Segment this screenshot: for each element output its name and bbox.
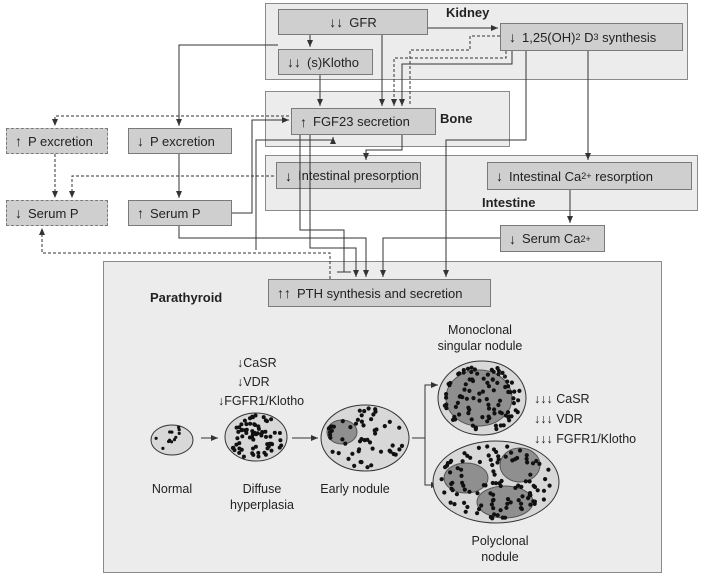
nodule-marker-casr: ↓↓↓ CaSR [534,392,590,406]
arrow-fgf23-pth [299,135,345,272]
p-exc-up-arrow: ↑ [15,133,22,149]
fgf23-box: ↑ FGF23 secretion [291,108,436,135]
stage-poly-label-2: nodule [481,550,519,564]
d3-sub2: 3 [593,32,599,42]
int-ca-post: resorption [591,168,653,184]
p-exc-down-arrow: ↓ [137,133,144,149]
nodule-marker-vdr: ↓↓↓ VDR [534,412,583,426]
normal-gland [150,424,194,456]
d3-mid: D [580,29,594,45]
bone-label: Bone [440,111,473,126]
arrow-pth-fgf23 [255,137,336,250]
nodule-marker-fgfr1: ↓↓↓ FGFR1/Klotho [534,432,637,446]
arrow-early-mono [412,382,438,439]
p-excretion-up-box: ↑ P excretion [6,128,108,154]
d3-sub1: 2 [575,32,581,42]
stage-normal-label: Normal [151,482,193,496]
d3-post: synthesis [598,29,657,45]
diffuse-marker-vdr: ↓VDR [237,375,270,389]
serum-ca-sup: 2+ [580,233,591,244]
int-ca-sup: 2+ [581,171,592,181]
p-excretion-down-box: ↓ P excretion [128,128,232,154]
arrow-fgf23-pth-2 [309,135,359,277]
stage-mono-label-2: singular nodule [437,339,523,353]
serum-p-up-arrow: ↑ [137,205,144,221]
arrow-intp-serump-down [69,175,274,198]
cell-dots [154,365,552,521]
serum-p-down-box: ↓ Serum P [6,200,108,226]
serum-p-up-box: ↑ Serum P [128,200,232,226]
d3-arrow: ↓ [509,29,516,45]
pth-text: PTH synthesis and secretion [297,285,463,301]
arrow-d3-fgf23-dashed [391,51,507,106]
int-ca-arrow: ↓ [496,168,503,184]
stage-poly-label-1: Polyclonal [471,534,529,548]
parathyroid-label: Parathyroid [150,290,223,305]
arrow-d3-pth [443,51,527,277]
arrow-serump-fgf23 [232,117,289,214]
int-p-text: Intestinal presorption [298,168,419,183]
gfr-arrow: ↓↓ [329,14,344,30]
intestine-label: Intestine [482,195,536,210]
pth-box: ↑↑ PTH synthesis and secretion [268,279,491,307]
serum-p-down-arrow: ↓ [15,205,22,221]
arrow-d3-fgf23 [399,51,513,106]
stage-diffuse-label-1: Diffuse [242,482,282,496]
gfr-box: ↓↓ GFR [278,9,428,35]
arrow-gfr-pexc [176,44,278,126]
d3-pre: 1,25(OH) [522,29,576,45]
stage-early-label: Early nodule [320,482,390,496]
fgf23-arrow: ↑ [300,113,307,130]
stage-diffuse-label-2: hyperplasia [230,498,294,512]
arrow-serump-pth [178,226,369,277]
arrow-pth-serump-down [39,228,331,279]
diffuse-hyperplasia-gland [224,412,288,462]
gfr-text: GFR [349,14,377,30]
serum-p-up-text: Serum P [150,205,201,221]
serum-ca-arrow: ↓ [509,230,516,247]
arrow-serumca-pth [380,237,500,277]
diffuse-marker-casr: ↓CaSR [237,356,277,370]
int-ca-pre: Intestinal Ca [509,168,582,184]
klotho-box: ↓↓ (s)Klotho [278,49,373,75]
p-exc-up-text: P excretion [28,133,93,149]
early-nodule-gland [320,404,410,472]
serum-p-down-text: Serum P [28,205,79,221]
pth-arrow: ↑↑ [277,285,291,301]
klotho-arrow: ↓↓ [287,54,301,70]
klotho-text: (s)Klotho [307,54,360,70]
int-p-arrow: ↓ [285,167,292,184]
fgf23-text: FGF23 secretion [313,114,410,129]
arrow-d3-fgf23-dashed-2 [409,35,500,106]
serum-ca-pre: Serum Ca [522,231,581,246]
diffuse-marker-fgfr1: ↓FGFR1/Klotho [218,394,305,408]
arrow-fgf23-intp [363,135,403,160]
kidney-label: Kidney [446,5,490,20]
stage-mono-label-1: Monoclonal [448,323,512,337]
p-exc-down-text: P excretion [150,133,215,149]
arrow-fgf23-pexc-up [52,115,289,126]
